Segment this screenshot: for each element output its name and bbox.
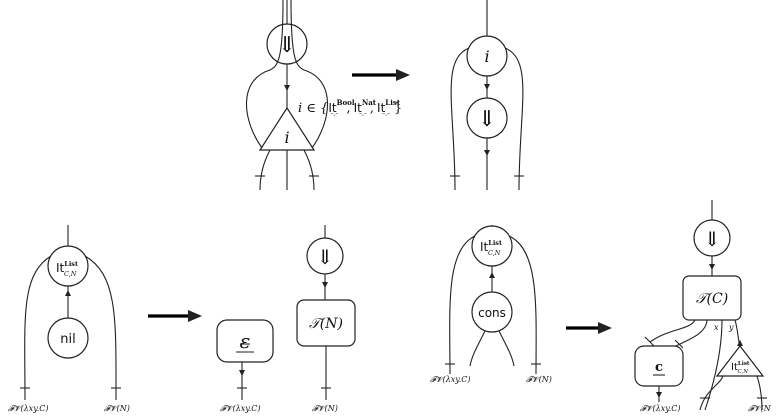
- free-vars-n-label: 𝓕𝓥(N): [526, 375, 552, 384]
- wire: [259, 149, 271, 191]
- wire-arrowhead: [709, 264, 715, 270]
- wire-arrowhead: [484, 150, 490, 156]
- nil-node: [47, 317, 89, 359]
- wire-arrowhead: [284, 85, 290, 91]
- down-arrow-icon: ⇓: [278, 33, 296, 58]
- epsilon-label: ε: [240, 329, 251, 353]
- down-arrow-icon: ⇓: [317, 245, 334, 269]
- top-right-graph: i ⇓: [450, 0, 524, 191]
- bottom-middle-graph: ε 𝓕𝓥(λxy.C) ⇓ 𝒯(N) 𝓕𝓥(N): [216, 225, 356, 413]
- iterator-condition: i ∈ {ItBool–,–,ItNat–,–,ItList–,–}: [298, 98, 402, 117]
- wire: [449, 235, 476, 375]
- y-port-label: y: [728, 323, 734, 332]
- wire-arrowhead: [656, 392, 662, 398]
- wire: [704, 319, 723, 411]
- top-left-graph: ⇓ i: [245, 0, 329, 191]
- condition-text: i ∈ {ItBool–,–,ItNat–,–,ItList–,–}: [298, 98, 402, 117]
- wire: [450, 47, 470, 191]
- free-vars-n-label: 𝓕𝓥(N): [104, 404, 130, 413]
- free-vars-lambda-label: 𝓕𝓥(λxy.C): [220, 404, 261, 413]
- free-vars-n-label: 𝓕𝓥(N): [312, 404, 338, 413]
- wire: [245, 0, 284, 149]
- free-vars-lambda-label: 𝓕𝓥(λxy.C): [430, 375, 471, 384]
- wire: [756, 375, 763, 411]
- wire-tick: [644, 336, 656, 348]
- translation-label: 𝒯(C): [696, 291, 728, 307]
- free-vars-n-label: 𝓕𝓥(N: [748, 404, 772, 413]
- epsilon-box: [216, 319, 274, 363]
- x-port-label: x: [714, 323, 719, 332]
- wire-tick: [674, 339, 684, 349]
- wire: [699, 375, 724, 411]
- wire: [469, 330, 486, 367]
- down-arrow-icon: ⇓: [704, 227, 721, 251]
- wire-arrowhead: [322, 282, 328, 288]
- triangle-label: i: [284, 128, 289, 147]
- wire: [24, 255, 52, 401]
- free-vars-lambda-label: 𝓕𝓥(λxy.C): [8, 404, 49, 413]
- wire: [504, 47, 524, 191]
- rewrite-arrow-bottom-right: [566, 322, 612, 334]
- rewrite-arrow-top: [352, 69, 410, 81]
- rewrite-arrow-bottom-left: [148, 310, 202, 322]
- wire: [303, 149, 315, 191]
- wire: [84, 255, 117, 401]
- cons-node: [471, 291, 513, 333]
- iterator-triangle: [715, 345, 765, 377]
- wire-arrowhead: [737, 340, 743, 346]
- wire: [498, 330, 515, 367]
- cons-label: cons: [478, 306, 506, 320]
- wire-arrowhead: [489, 272, 495, 278]
- nil-label: nil: [60, 332, 75, 347]
- wire-arrowhead: [239, 370, 245, 376]
- free-vars-lambda-label: 𝓕𝓥(λxy.C): [640, 404, 681, 413]
- wire: [290, 0, 329, 149]
- translation-label: 𝒯(N): [309, 316, 343, 332]
- node-label: i: [484, 47, 489, 66]
- translation-box: [682, 275, 742, 321]
- c-label: c: [655, 360, 663, 375]
- down-arrow-icon: ⇓: [478, 107, 496, 132]
- wire: [649, 319, 696, 343]
- wire-arrowhead: [65, 290, 71, 296]
- wire: [508, 235, 537, 375]
- wire-arrowhead: [484, 84, 490, 90]
